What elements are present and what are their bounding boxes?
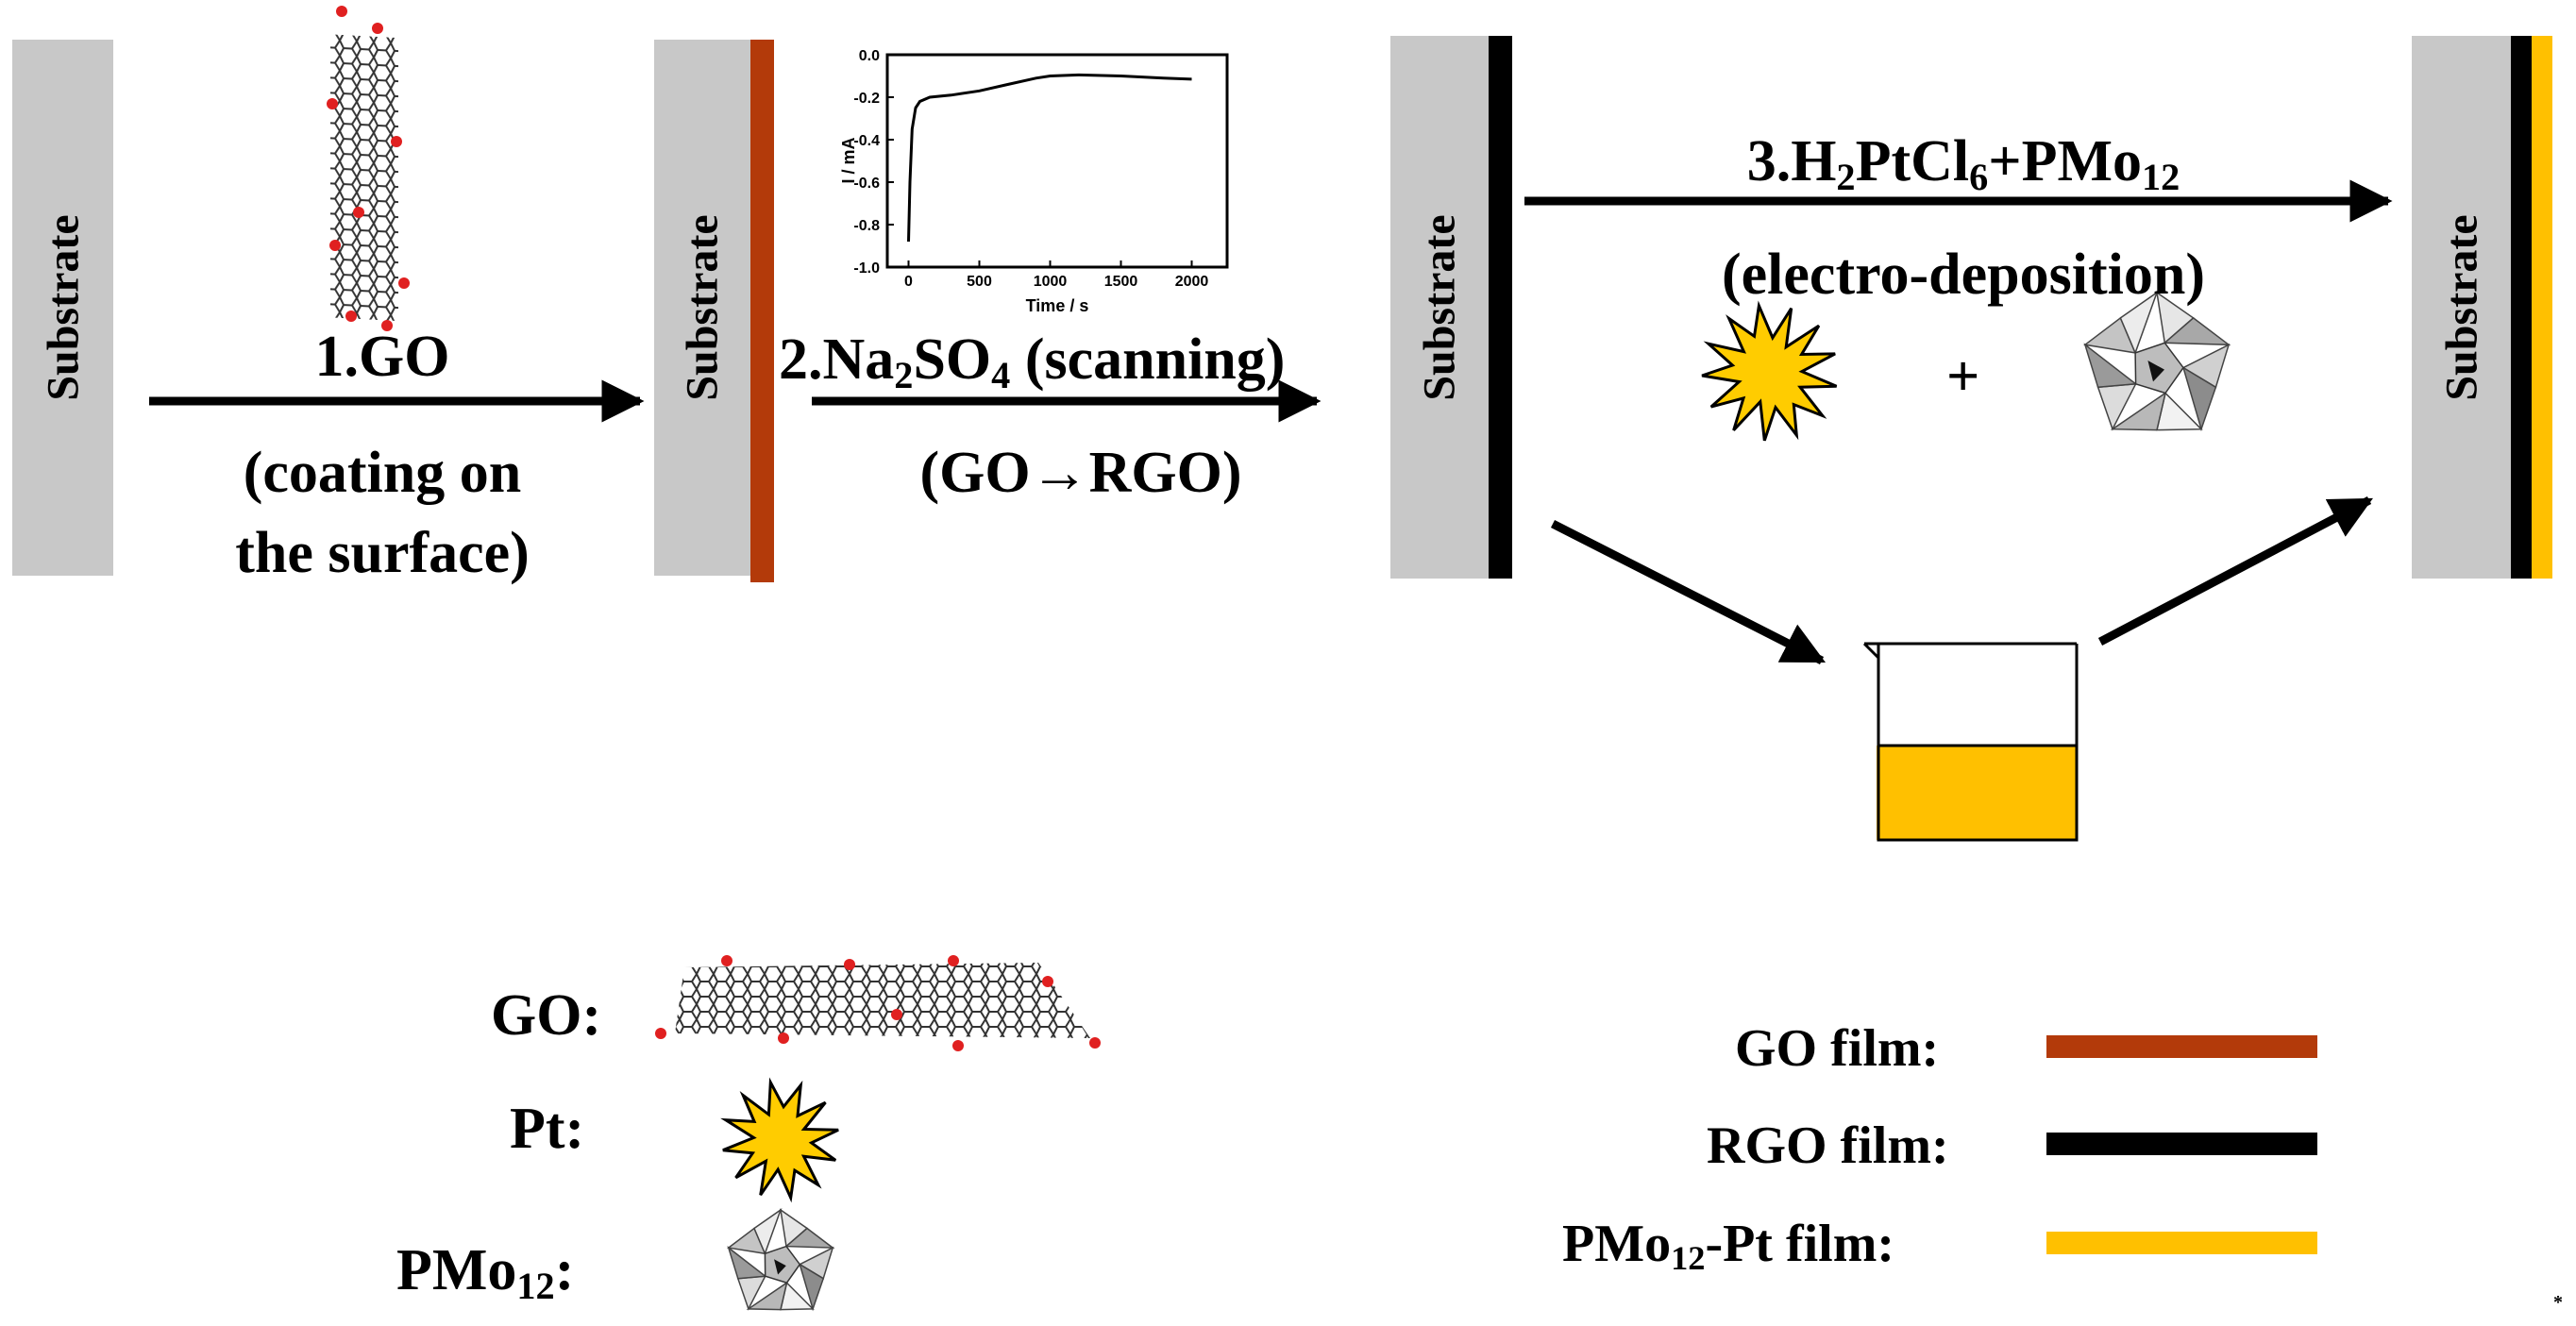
legend-go-sheet-icon xyxy=(655,955,1101,1051)
legend-go-film-label: GO film: xyxy=(1735,1019,1940,1078)
legend-pmo12-suffix: : xyxy=(554,1238,575,1302)
polyhedron-dark-face xyxy=(2147,361,2164,382)
polyhedron-face xyxy=(799,1263,825,1312)
legend-pmo-pt-prefix: PMo xyxy=(1562,1215,1672,1273)
pmo-pt-film-layer xyxy=(2532,36,2552,579)
substrate-2: Substrate xyxy=(654,40,750,576)
chart-y-axis-label: I / mA xyxy=(839,137,858,183)
chart-x-tick-label: 0 xyxy=(904,274,913,290)
step2-label-sub2: 4 xyxy=(991,354,1011,397)
chart-x-tick-label: 1500 xyxy=(1104,274,1138,290)
chart-x-axis-label: Time / s xyxy=(1026,296,1089,315)
polyhedron-face xyxy=(727,1246,767,1280)
legend-pmo12-label: PMo12: xyxy=(396,1238,575,1305)
chart-y-tick-label: -0.4 xyxy=(853,133,880,149)
step3-label: 3.H2PtCl6+PMo12 xyxy=(1746,129,2180,196)
step2-label-mid: SO xyxy=(913,327,992,392)
legend-pmo12-prefix: PMo xyxy=(396,1238,517,1302)
rgo-film-layer-final xyxy=(2511,36,2532,579)
step1-label: 1.GO xyxy=(314,325,450,389)
chart-series-line xyxy=(907,73,1192,243)
substrate-4: Substrate xyxy=(2412,36,2511,579)
beaker-icon xyxy=(1862,642,2079,842)
step2-label: 2.Na2SO4 (scanning) xyxy=(779,327,1286,394)
chart-y-tick-label: -0.2 xyxy=(853,91,880,107)
legend-pt-star-icon xyxy=(720,1077,839,1203)
corner-mark: * xyxy=(2553,1292,2563,1313)
step3-label-s1: 2 xyxy=(1836,156,1856,199)
substrate-3: Substrate xyxy=(1390,36,1489,579)
legend-pmo-pt-film-swatch xyxy=(2046,1232,2317,1254)
step2-label-prefix: 2.Na xyxy=(779,327,895,392)
legend-pmo-pt-sub: 12 xyxy=(1671,1239,1706,1278)
polyhedron-face xyxy=(746,1281,788,1311)
step3-label-p3: +PMo xyxy=(1988,129,2143,193)
polyhedron-face xyxy=(753,1208,783,1256)
polyhedron-face xyxy=(784,1227,835,1249)
chart-x-tick-label: 500 xyxy=(967,274,992,290)
legend-pmo-pt-suffix: -Pt film: xyxy=(1705,1215,1895,1273)
step2-label-suffix: (scanning) xyxy=(1010,327,1286,392)
legend-go-film-swatch xyxy=(2046,1035,2317,1058)
step3-label-p1: 3.H xyxy=(1746,129,1837,193)
polyhedron-face xyxy=(2163,316,2231,346)
plus-sign: + xyxy=(1946,344,1980,409)
go-film-layer xyxy=(750,40,774,582)
legend-go-label: GO: xyxy=(491,983,602,1048)
legend-rgo-film-label: RGO film: xyxy=(1707,1116,1949,1175)
polyhedron-face xyxy=(2181,365,2217,432)
go-sheet-vertical-icon xyxy=(327,6,410,331)
chart-y-tick-label: -1.0 xyxy=(853,260,880,277)
polyhedron-face xyxy=(2119,291,2159,355)
chart-x-tick-label: 2000 xyxy=(1175,274,1209,290)
chart-y-tick-label: -0.8 xyxy=(853,218,880,234)
step1-note-line1: (coating on xyxy=(243,441,522,505)
substrate-1: Substrate xyxy=(12,40,113,576)
arrow-from-beaker xyxy=(2097,496,2373,646)
step2-note: (GO→RGO) xyxy=(919,441,1242,505)
polyhedron-dark-face xyxy=(774,1259,786,1275)
pmo12-cluster-icon xyxy=(2083,291,2231,432)
step3-label-s2: 6 xyxy=(1969,156,1989,199)
chart-ticks: 0.0 -0.2 -0.4 -0.6 -0.8 -1.0 0 500 1000 1500 2000 xyxy=(853,48,1208,290)
legend-pt-label: Pt: xyxy=(510,1097,585,1161)
legend-pmo12-sub: 12 xyxy=(516,1265,555,1308)
step1-note-line2: the surface) xyxy=(235,521,530,585)
legend-pmo12-cluster-icon xyxy=(726,1208,835,1312)
step2-label-sub1: 2 xyxy=(894,354,914,397)
step3-label-s3: 12 xyxy=(2142,156,2180,199)
chart-y-tick-label: 0.0 xyxy=(859,48,880,64)
polyhedron-face xyxy=(2083,343,2138,389)
chart-x-tick-label: 1000 xyxy=(1034,274,1068,290)
pt-star-icon xyxy=(1701,300,1838,442)
chart-y-tick-label: -0.6 xyxy=(853,176,880,192)
legend-rgo-film-swatch xyxy=(2046,1133,2317,1155)
step3-note: (electro-deposition) xyxy=(1722,243,2205,307)
legend-pmo-pt-film-label: PMo12-Pt film: xyxy=(1562,1215,1895,1275)
arrow-to-beaker xyxy=(1550,519,1827,665)
rgo-film-layer xyxy=(1489,36,1512,579)
polyhedron-face xyxy=(2110,391,2167,431)
step3-label-p2: PtCl xyxy=(1855,129,1970,193)
